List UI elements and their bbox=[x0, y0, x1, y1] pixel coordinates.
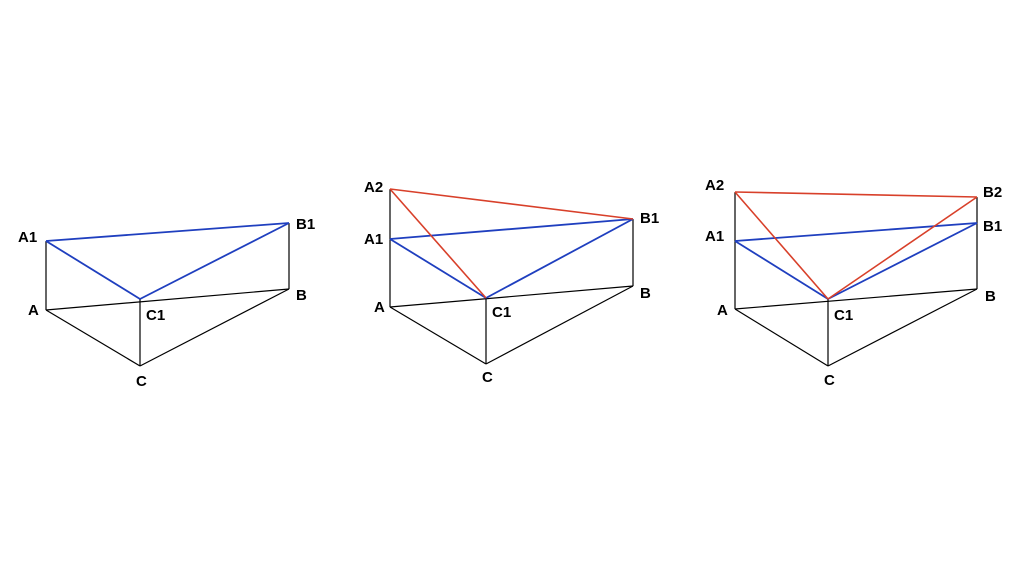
label-C1: C1 bbox=[492, 304, 511, 321]
edge-A-C bbox=[389, 306, 487, 365]
edge-A1-C1 bbox=[45, 240, 141, 300]
edge-C1-B1 bbox=[139, 222, 290, 300]
figure-1-blue-edges bbox=[45, 222, 290, 300]
edge-A-B bbox=[734, 288, 978, 310]
edge-A-B bbox=[389, 285, 634, 308]
label-C1: C1 bbox=[146, 307, 165, 324]
label-C: C bbox=[824, 372, 835, 389]
edge-A1-B1 bbox=[45, 222, 290, 242]
label-A2: A2 bbox=[705, 177, 724, 194]
edge-A1-C1 bbox=[734, 240, 829, 300]
figure-1-labels: A1 B1 A B C1 C bbox=[18, 216, 315, 390]
label-B2: B2 bbox=[983, 184, 1002, 201]
edge-C1-B1 bbox=[485, 218, 634, 299]
label-A: A bbox=[374, 299, 385, 316]
label-A1: A1 bbox=[364, 231, 383, 248]
figure-2: A2 A1 B1 A B C1 C bbox=[364, 179, 659, 386]
edge-C1-B2 bbox=[827, 196, 978, 300]
figure-2-labels: A2 A1 B1 A B C1 C bbox=[364, 179, 659, 386]
label-B: B bbox=[985, 288, 996, 305]
figure-2-black-edges bbox=[389, 189, 634, 365]
edge-C-B bbox=[827, 288, 978, 367]
label-A2: A2 bbox=[364, 179, 383, 196]
edge-A-C bbox=[45, 309, 141, 367]
figure-3: A2 B2 A1 B1 A B C1 C bbox=[705, 177, 1002, 389]
label-C1: C1 bbox=[834, 307, 853, 324]
edge-A2-B1 bbox=[389, 188, 634, 220]
label-A1: A1 bbox=[18, 229, 37, 246]
edge-A-C bbox=[734, 308, 829, 367]
edge-C-B bbox=[485, 285, 634, 365]
edge-C-B bbox=[139, 288, 290, 367]
edge-A2-B2 bbox=[734, 191, 978, 198]
figure-3-red-edges bbox=[734, 191, 978, 300]
label-B1: B1 bbox=[640, 210, 659, 227]
label-C: C bbox=[482, 369, 493, 386]
figure-3-labels: A2 B2 A1 B1 A B C1 C bbox=[705, 177, 1002, 389]
label-B1: B1 bbox=[296, 216, 315, 233]
label-B: B bbox=[296, 287, 307, 304]
label-A1: A1 bbox=[705, 228, 724, 245]
label-C: C bbox=[136, 373, 147, 390]
label-B: B bbox=[640, 285, 651, 302]
figure-3-black-edges bbox=[734, 192, 978, 367]
edge-A1-B1 bbox=[389, 218, 634, 240]
figure-2-red-edges bbox=[389, 188, 634, 299]
figure-1-black-edges bbox=[45, 223, 290, 367]
edge-A2-C1 bbox=[389, 188, 487, 299]
edge-A-B bbox=[45, 288, 290, 311]
edge-A1-B1 bbox=[734, 222, 978, 242]
edge-C1-B1 bbox=[827, 222, 978, 300]
label-A: A bbox=[717, 302, 728, 319]
edge-A1-C1 bbox=[389, 238, 487, 299]
label-B1: B1 bbox=[983, 218, 1002, 235]
edge-A2-C1 bbox=[734, 191, 829, 300]
label-A: A bbox=[28, 302, 39, 319]
figure-1: A1 B1 A B C1 C bbox=[18, 216, 315, 390]
